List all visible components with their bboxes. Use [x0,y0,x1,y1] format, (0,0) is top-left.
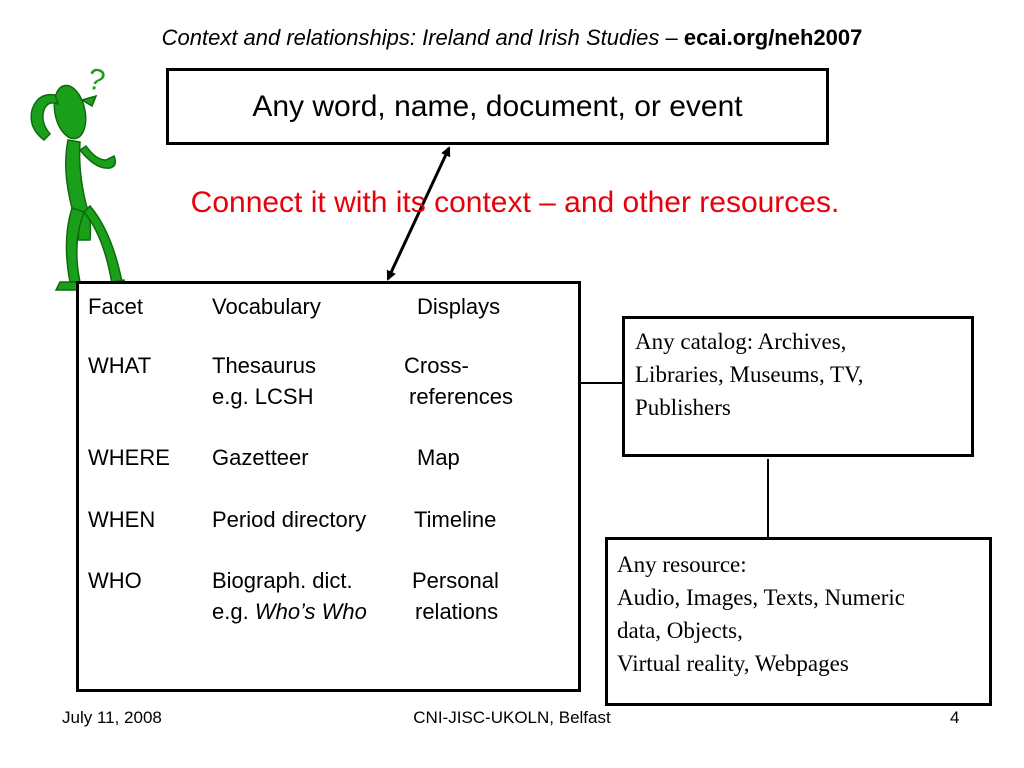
header-separator: – [659,25,684,50]
vocab-what-2: e.g. LCSH [212,384,314,409]
facet-what: WHAT [88,353,152,378]
display-when: Timeline [414,507,497,532]
resource-text: Any resource: Audio, Images, Texts, Nume… [617,548,905,680]
vocab-who-prefix: e.g. [212,599,255,624]
facet-who: WHO [88,568,142,593]
header-title: Context and relationships: Ireland and I… [161,25,660,50]
resource-line: data, Objects, [617,618,743,643]
resource-line: Audio, Images, Texts, Numeric [617,585,905,610]
resource-box: Any resource: Audio, Images, Texts, Nume… [605,537,992,706]
display-who-2: relations [415,599,499,624]
query-box-text: Any word, name, document, or event [252,89,743,123]
display-what-2: references [409,384,513,409]
vocab-what-1: Thesaurus [212,353,316,378]
facets-header-facet: Facet [88,294,144,319]
double-arrow [386,146,451,281]
catalog-line: Libraries, Museums, TV, [635,362,864,387]
facets-header-displays: Displays [417,294,501,319]
question-mark: ? [85,62,108,98]
footer-date: July 11, 2008 [62,708,162,727]
vocab-who-1: Biograph. dict. [212,568,353,593]
catalog-text: Any catalog: Archives, Libraries, Museum… [635,325,864,424]
vocab-when: Period directory [212,507,367,532]
slide-header: Context and relationships: Ireland and I… [0,24,1024,52]
catalog-line: Publishers [635,395,731,420]
facet-where: WHERE [88,445,170,470]
query-box: Any word, name, document, or event [166,68,829,145]
header-url: ecai.org/neh2007 [683,25,863,50]
display-what-1: Cross- [404,353,469,378]
footer-event: CNI-JISC-UKOLN, Belfast [413,708,611,727]
catalog-box: Any catalog: Archives, Libraries, Museum… [622,316,974,457]
connect-caption: Connect it with its context – and other … [190,186,840,219]
vocab-where: Gazetteer [212,445,309,470]
facets-header-vocabulary: Vocabulary [212,294,321,319]
vocab-who-italic: Who’s Who [254,599,367,624]
footer-page-number: 4 [950,708,960,727]
display-where: Map [417,445,460,470]
catalog-line: Any catalog: Archives, [635,329,847,354]
resource-line: Virtual reality, Webpages [617,651,849,676]
display-who-1: Personal [412,568,499,593]
resource-line: Any resource: [617,552,747,577]
vocab-who-2: e.g. Who’s Who [212,597,367,627]
facet-when: WHEN [88,507,156,532]
facets-table: Facet Vocabulary Displays WHAT Thesaurus… [76,281,581,692]
